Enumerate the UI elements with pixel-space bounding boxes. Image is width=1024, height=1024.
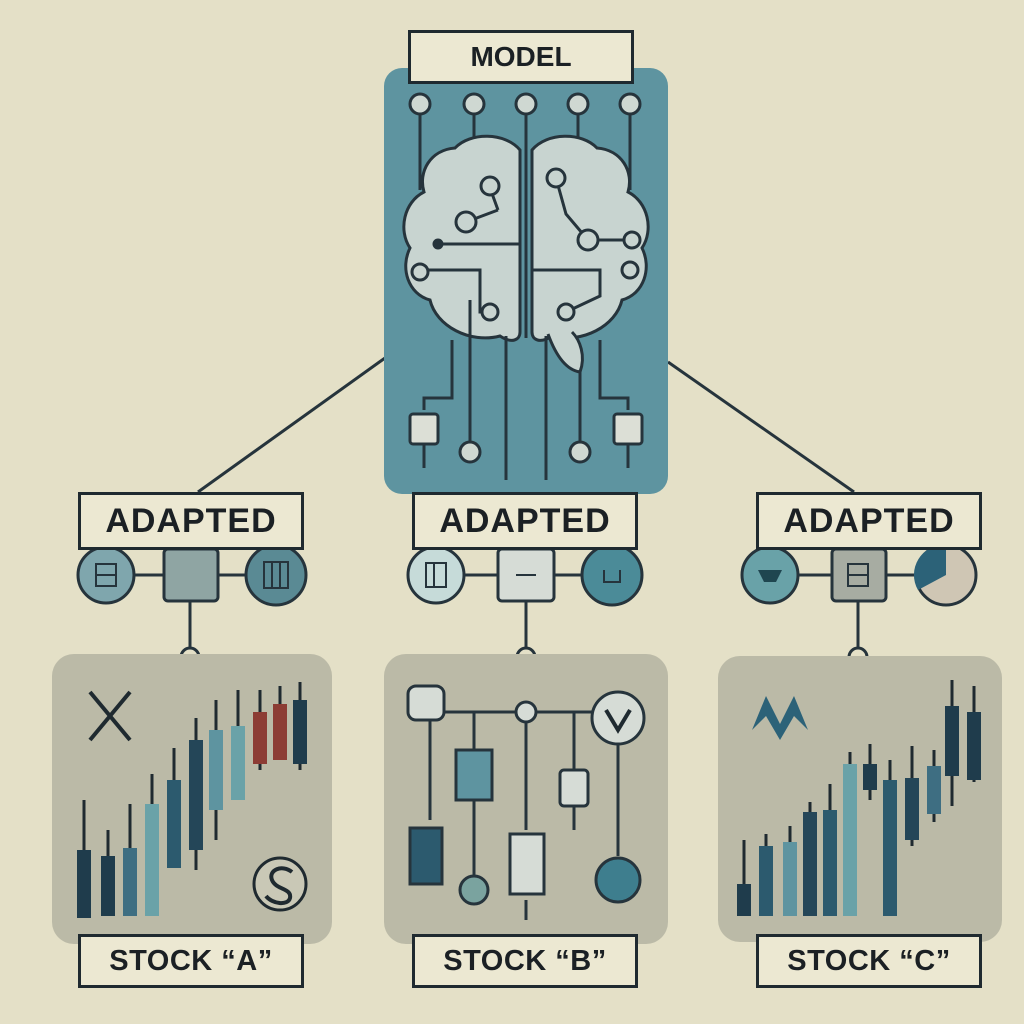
stock-a-label: STOCK “A”	[78, 934, 304, 988]
candle-body	[927, 766, 941, 814]
connector-to-adapter-c	[667, 360, 855, 494]
candle-body	[253, 712, 267, 764]
candle-body	[945, 706, 959, 776]
brain-circuit-icon	[402, 92, 650, 480]
candle-body	[737, 884, 751, 916]
v-circle-icon	[590, 690, 646, 746]
candle-body	[273, 704, 287, 760]
connector-to-adapter-a	[197, 356, 386, 494]
candle-body	[101, 856, 115, 916]
stock-c-panel	[718, 656, 1002, 942]
candle-body	[863, 764, 877, 790]
stock-c-label: STOCK “C”	[756, 934, 982, 988]
candle-body	[843, 764, 857, 916]
candle-body	[823, 810, 837, 916]
adapter-a-center-node	[162, 547, 220, 603]
candle-body	[189, 740, 203, 850]
candle-body	[783, 842, 797, 916]
candle-body	[759, 846, 773, 916]
candlestick-chart-icon	[77, 682, 307, 918]
candle-body	[123, 848, 137, 916]
flowchart-icon	[406, 684, 642, 920]
candle-body	[905, 778, 919, 840]
candle-body	[145, 804, 159, 916]
candle-body	[803, 812, 817, 916]
model-title: MODEL	[408, 30, 634, 84]
stock-a-panel	[52, 654, 332, 944]
candle-body	[167, 780, 181, 868]
candle-body	[883, 780, 897, 916]
adapter-c-label: ADAPTED	[756, 492, 982, 550]
candle-body	[967, 712, 981, 780]
stock-b-label: STOCK “B”	[412, 934, 638, 988]
candlestick-chart-icon	[737, 680, 981, 916]
adapter-b-label: ADAPTED	[412, 492, 638, 550]
adapter-a-label: ADAPTED	[78, 492, 304, 550]
adapter-b-row	[406, 543, 644, 668]
m-icon	[752, 696, 808, 740]
candle-body	[77, 850, 91, 918]
adapter-b-right-node	[580, 543, 644, 607]
stock-b-panel	[384, 654, 668, 944]
adapter-b-left-node	[406, 545, 466, 605]
candle-body	[209, 730, 223, 810]
adapter-c-row	[740, 543, 978, 668]
candle-body	[293, 700, 307, 764]
x-icon	[88, 690, 132, 742]
model-panel	[384, 68, 668, 494]
candle-body	[231, 726, 245, 800]
adapter-a-row	[76, 543, 308, 668]
s-icon	[252, 856, 308, 912]
adapter-a-right-node	[244, 543, 308, 607]
